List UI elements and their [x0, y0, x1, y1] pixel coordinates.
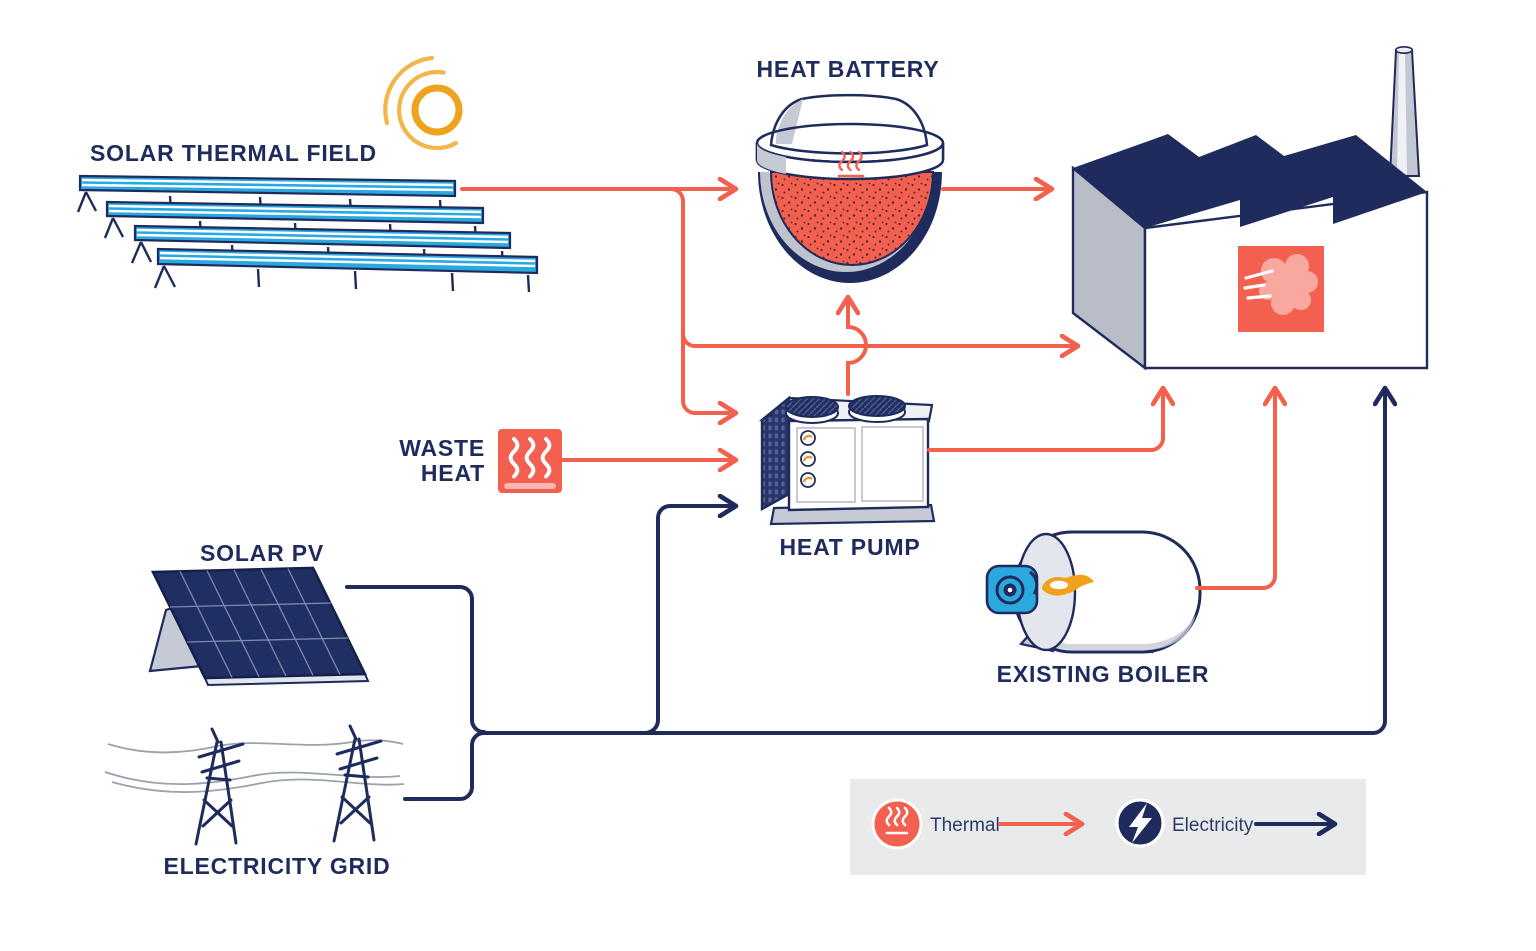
solar-pv: SOLAR PV — [148, 540, 370, 687]
legend: Thermal Electricity — [850, 779, 1366, 875]
flow-solar-to-heatpump — [669, 187, 736, 413]
solar-thermal-field-label: SOLAR THERMAL FIELD — [90, 140, 377, 166]
existing-boiler-label: EXISTING BOILER — [997, 661, 1210, 687]
waste-heat-label-line2: HEAT — [421, 460, 485, 486]
legend-background — [850, 779, 1366, 875]
collector-rows — [76, 174, 539, 293]
electricity-flow-lines — [345, 388, 1385, 801]
flow-bus-to-heatpump — [643, 506, 736, 735]
heat-pump-fans — [785, 395, 906, 424]
waste-heat-label-line1: WASTE — [399, 435, 485, 461]
heat-battery: HEAT BATTERY — [755, 56, 945, 283]
flow-bus-to-factory — [480, 388, 1385, 735]
steam-icon — [1238, 246, 1324, 332]
pylon-1 — [194, 727, 245, 846]
flow-heatpump-to-battery — [848, 297, 868, 396]
electricity-grid-label: ELECTRICITY GRID — [163, 853, 390, 879]
heat-pump-label: HEAT PUMP — [780, 534, 921, 560]
heat-waves-icon — [871, 798, 923, 850]
battery-lid — [755, 93, 945, 181]
battery-storage-media — [769, 171, 935, 266]
flame-icon — [1041, 574, 1094, 596]
thermal-flow-lines — [460, 187, 1275, 590]
solar-thermal-field: SOLAR THERMAL FIELD — [76, 55, 539, 293]
flow-heatpump-to-factory — [927, 388, 1163, 452]
flow-boiler-to-factory — [1195, 388, 1275, 590]
sun-icon — [383, 55, 463, 151]
heat-pump: HEAT PUMP — [758, 395, 936, 560]
waste-heat-icon — [498, 429, 562, 493]
legend-thermal-label: Thermal — [930, 815, 1000, 836]
heat-battery-label: HEAT BATTERY — [757, 56, 940, 82]
heat-pump-grille — [760, 395, 791, 512]
lightning-icon — [1115, 798, 1165, 848]
factory — [1071, 45, 1429, 371]
pylon-2 — [332, 724, 383, 843]
factory-sawtooth-roof — [1073, 134, 1427, 228]
flow-pv-to-bus — [345, 585, 486, 734]
heat-pump-gauges — [800, 430, 816, 488]
waste-heat: WASTE HEAT — [399, 429, 562, 493]
heat-icon — [837, 150, 865, 178]
existing-boiler: EXISTING BOILER — [985, 530, 1210, 687]
pv-panel — [150, 566, 368, 680]
chimney — [1388, 45, 1421, 177]
electricity-grid: ELECTRICITY GRID — [104, 724, 405, 879]
legend-electricity-label: Electricity — [1172, 815, 1254, 836]
flow-solar-to-factory — [681, 332, 1078, 346]
burner-icon — [985, 564, 1039, 615]
solar-pv-label: SOLAR PV — [200, 540, 324, 566]
flow-grid-to-bus — [403, 731, 486, 801]
